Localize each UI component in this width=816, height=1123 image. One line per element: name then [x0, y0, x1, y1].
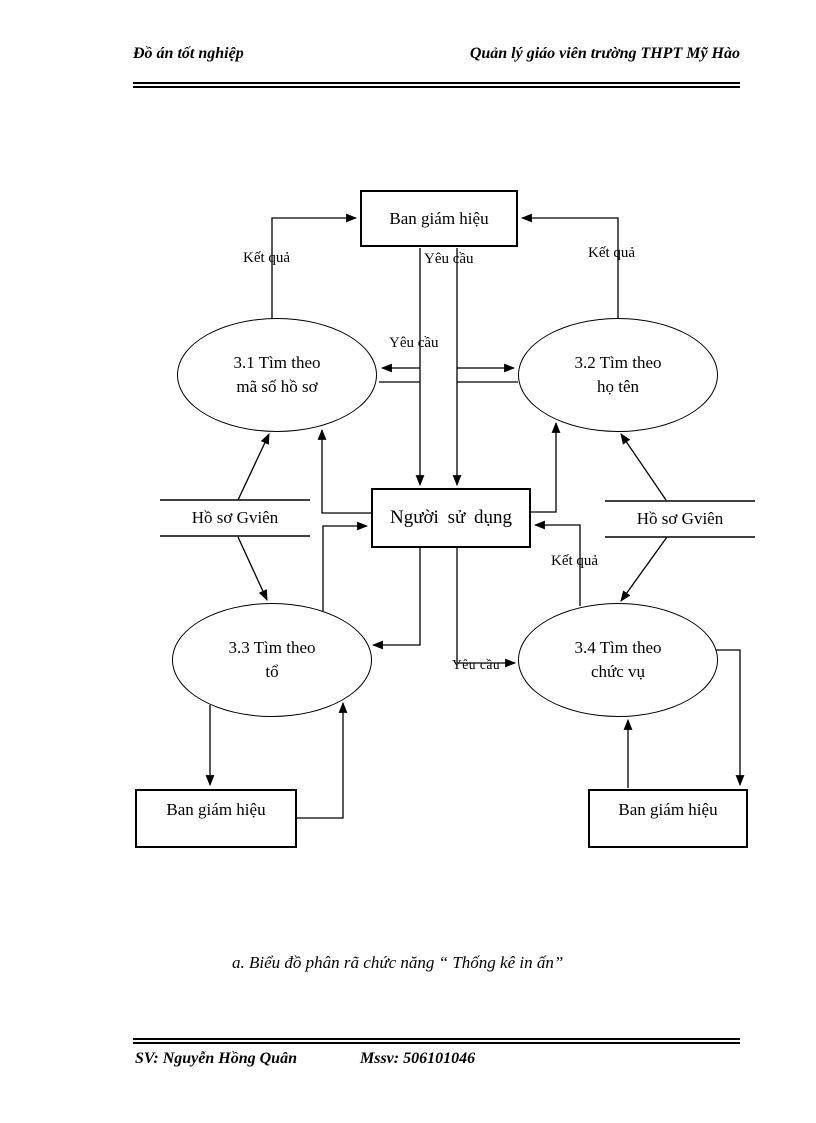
flow-label-request-bottom: Yêu cầu	[452, 657, 501, 672]
footer-rule	[133, 1038, 740, 1044]
data-store-right-label: Hồ sơ Gviên	[636, 509, 724, 528]
process-3-1: 3.1 Tìm theo mã số hồ sơ	[177, 318, 377, 432]
entity-board-bottom-right-label: Ban giám hiệu	[618, 800, 718, 819]
footer-student-name: SV: Nguyễn Hồng Quân	[135, 1050, 297, 1067]
process-3-2-line1: 3.2 Tìm theo	[574, 353, 662, 373]
flow-label-result-top-right: Kết quả	[588, 245, 636, 261]
entity-board-top-label: Ban giám hiệu	[389, 208, 489, 228]
process-3-2-line2: họ tên	[596, 377, 640, 396]
entity-board-bottom-left: Ban giám hiệu	[135, 789, 297, 848]
process-3-3: 3.3 Tìm theo tổ	[172, 603, 372, 717]
footer-student-id: Mssv: 506101046	[360, 1050, 476, 1067]
page-header: Đồ án tốt nghiệp Quản lý giáo viên trườn…	[133, 45, 740, 63]
flow-label-result-right: Kết quả	[551, 553, 599, 569]
process-3-4-line2: chức vụ	[590, 662, 646, 681]
process-3-4: 3.4 Tìm theo chức vụ	[518, 603, 718, 717]
flow-arrows	[205, 213, 745, 819]
flow-label-result-top-left: Kết quả	[243, 250, 291, 266]
entity-board-top: Ban giám hiệu	[360, 190, 518, 247]
data-store-left: Hồ sơ Gviên	[160, 501, 310, 535]
process-3-4-line1: 3.4 Tìm theo	[574, 638, 662, 658]
entity-user: Người sử dụng	[371, 488, 531, 548]
process-3-1-line2: mã số hồ sơ	[236, 377, 318, 396]
process-3-1-line1: 3.1 Tìm theo	[233, 353, 321, 373]
process-3-3-line1: 3.3 Tìm theo	[228, 638, 316, 658]
process-3-2: 3.2 Tìm theo họ tên	[518, 318, 718, 432]
header-rule	[133, 82, 740, 88]
entity-board-bottom-left-label: Ban giám hiệu	[166, 800, 266, 819]
figure-caption: a. Biểu đồ phân rã chức năng “ Thống kê …	[232, 953, 564, 972]
flow-label-request-mid: Yêu cầu	[389, 335, 439, 351]
entity-user-label: Người sử dụng	[389, 507, 513, 528]
entity-board-bottom-right: Ban giám hiệu	[588, 789, 748, 848]
process-3-3-line2: tổ	[265, 662, 279, 681]
header-right-title: Quản lý giáo viên trường THPT Mỹ Hào	[469, 45, 740, 62]
data-store-left-label: Hồ sơ Gviên	[191, 508, 279, 527]
data-store-lines	[160, 499, 755, 538]
data-store-right: Hồ sơ Gviên	[605, 502, 755, 536]
header-left-title: Đồ án tốt nghiệp	[133, 45, 244, 62]
flow-label-request-top: Yêu cầu	[424, 251, 474, 267]
